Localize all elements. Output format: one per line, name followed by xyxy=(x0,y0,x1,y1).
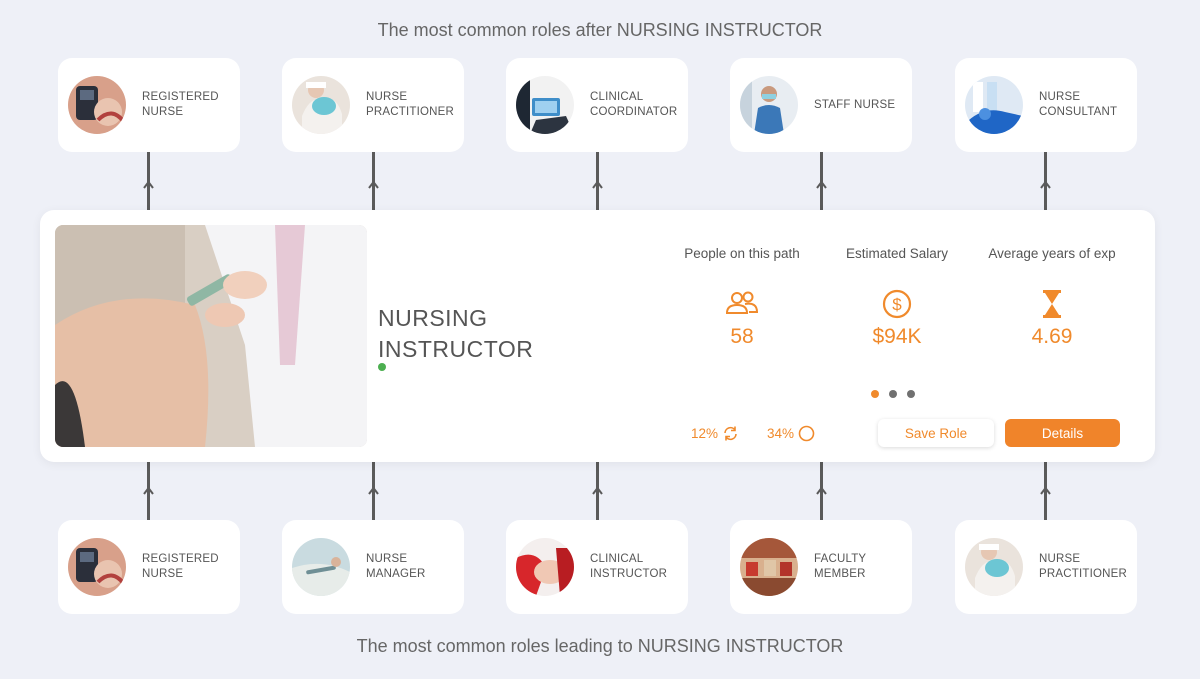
staff-nurse-photo-icon xyxy=(740,76,798,134)
metric-value: 12% xyxy=(691,426,719,441)
metric-completion: 34% xyxy=(767,425,815,442)
role-label: NURSE CONSULTANT xyxy=(1039,91,1118,118)
pager-dot-3[interactable] xyxy=(907,390,915,398)
role-card-registered-nurse-before[interactable]: REGISTERED NURSE xyxy=(58,520,240,614)
current-role-title: NURSING INSTRUCTOR xyxy=(378,305,534,362)
role-label: NURSE PRACTITIONER xyxy=(366,91,455,118)
stat-salary: Estimated Salary $ $94K xyxy=(817,246,977,349)
arrow-up-icon xyxy=(592,486,603,495)
registered-nurse-photo-icon xyxy=(68,76,126,134)
role-label: STAFF NURSE xyxy=(814,98,896,111)
pager-dot-2[interactable] xyxy=(889,390,897,398)
connector-line xyxy=(820,462,823,520)
role-label: FACULTY MEMBER xyxy=(814,553,867,580)
nurse-practitioner-photo-icon xyxy=(965,538,1023,596)
stat-label: People on this path xyxy=(684,246,800,261)
stat-label: Average years of exp xyxy=(988,246,1116,261)
arrow-up-icon xyxy=(816,486,827,495)
arrow-up-icon xyxy=(143,180,154,189)
role-card-nurse-manager-before[interactable]: NURSE MANAGER xyxy=(282,520,464,614)
registered-nurse-photo-icon xyxy=(68,538,126,596)
heading-roles-after: The most common roles after NURSING INST… xyxy=(377,20,823,40)
clinical-coordinator-photo-icon xyxy=(516,76,574,134)
clinical-instructor-photo-icon xyxy=(516,538,574,596)
nurse-consultant-photo-icon xyxy=(965,76,1023,134)
metric-value: 34% xyxy=(767,426,795,441)
stat-value: 4.69 xyxy=(1031,325,1073,348)
arrow-up-icon xyxy=(368,486,379,495)
metric-retention: 12% xyxy=(691,425,739,442)
heading-roles-before: The most common roles leading to NURSING… xyxy=(356,636,844,656)
role-card-staff-nurse-after[interactable]: STAFF NURSE xyxy=(730,58,912,152)
refresh-icon xyxy=(724,426,737,441)
role-label: CLINICAL COORDINATOR xyxy=(590,91,678,118)
nurse-manager-photo-icon xyxy=(292,538,350,596)
arrow-up-icon xyxy=(592,180,603,189)
arrow-up-icon xyxy=(816,180,827,189)
people-icon xyxy=(725,291,759,314)
arrow-up-icon xyxy=(1040,486,1051,495)
arrow-up-icon xyxy=(1040,180,1051,189)
nursing-instructor-photo xyxy=(55,225,367,447)
details-button[interactable]: Details xyxy=(1005,419,1120,447)
svg-text:$: $ xyxy=(892,295,902,314)
stat-people: People on this path 58 xyxy=(662,246,822,349)
role-card-clinical-instructor-before[interactable]: CLINICAL INSTRUCTOR xyxy=(506,520,688,614)
connector-line xyxy=(1044,462,1047,520)
save-role-button[interactable]: Save Role xyxy=(878,419,994,447)
stat-value: $94K xyxy=(872,325,922,348)
role-label: REGISTERED NURSE xyxy=(142,553,219,580)
role-label: NURSE PRACTITIONER xyxy=(1039,553,1128,580)
nurse-practitioner-photo-icon xyxy=(292,76,350,134)
role-card-clinical-coordinator-after[interactable]: CLINICAL COORDINATOR xyxy=(506,58,688,152)
connector-line xyxy=(596,462,599,520)
status-indicator xyxy=(378,363,386,371)
role-card-faculty-member-before[interactable]: FACULTY MEMBER xyxy=(730,520,912,614)
connector-line xyxy=(147,462,150,520)
arrow-up-icon xyxy=(368,180,379,189)
role-card-nurse-practitioner-after[interactable]: NURSE PRACTITIONER xyxy=(282,58,464,152)
role-card-registered-nurse-after[interactable]: REGISTERED NURSE xyxy=(58,58,240,152)
stat-label: Estimated Salary xyxy=(845,246,949,261)
hourglass-icon xyxy=(1043,290,1061,318)
role-card-nurse-consultant-after[interactable]: NURSE CONSULTANT xyxy=(955,58,1137,152)
circle-icon xyxy=(798,425,815,442)
current-role-card: NURSING INSTRUCTOR People on this path 5… xyxy=(40,210,1155,462)
arrow-up-icon xyxy=(143,486,154,495)
role-label: REGISTERED NURSE xyxy=(142,91,219,118)
dollar-icon: $ xyxy=(882,289,912,319)
faculty-member-photo-icon xyxy=(740,538,798,596)
stat-value: 58 xyxy=(730,325,754,348)
role-label: NURSE MANAGER xyxy=(366,553,426,580)
pager-dot-1[interactable] xyxy=(871,390,879,398)
role-label: CLINICAL INSTRUCTOR xyxy=(590,553,668,580)
stat-experience: Average years of exp 4.69 xyxy=(972,246,1132,349)
role-card-nurse-practitioner-before[interactable]: NURSE PRACTITIONER xyxy=(955,520,1137,614)
stats-pager xyxy=(871,390,915,398)
connector-line xyxy=(372,462,375,520)
